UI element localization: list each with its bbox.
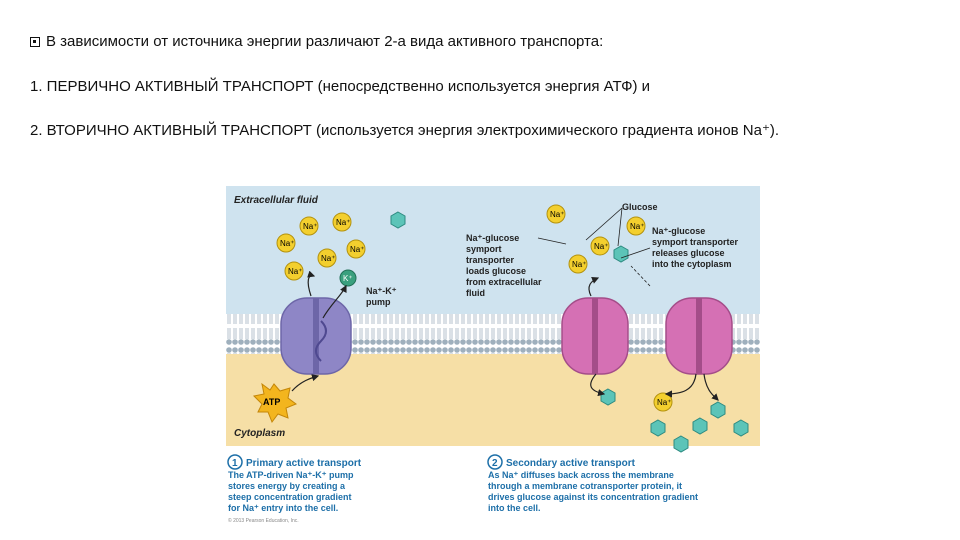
- svg-text:Na⁺: Na⁺: [350, 245, 364, 254]
- intro-line: В зависимости от источника энергии разли…: [30, 33, 603, 50]
- svg-text:Na⁺: Na⁺: [321, 254, 335, 263]
- svg-text:Na⁺: Na⁺: [303, 222, 317, 231]
- secondary-caption-title: Secondary active transport: [506, 458, 636, 469]
- svg-text:Na⁺: Na⁺: [550, 210, 564, 219]
- glucose-molecules: [600, 245, 749, 453]
- primary-transport-line: 1. ПЕРВИЧНО АКТИВНЫЙ ТРАНСПОРТ (непосред…: [30, 78, 651, 95]
- symport-load-label: Na⁺-glucose symport transporter loads gl…: [466, 233, 544, 298]
- symport-release-label: Na⁺-glucose symport transporter releases…: [652, 226, 741, 269]
- svg-text:K⁺: K⁺: [343, 274, 353, 283]
- extracellular-region: [226, 186, 760, 314]
- active-transport-figure: Extracellular fluid Cytoplasm Na⁺ Na⁺ Na…: [226, 186, 760, 526]
- atp-burst: ATP: [252, 382, 298, 424]
- glucose-label: Glucose: [622, 202, 658, 212]
- svg-text:Na⁺: Na⁺: [336, 218, 350, 227]
- primary-caption-title: Primary active transport: [246, 458, 362, 469]
- svg-text:ATP: ATP: [263, 397, 280, 407]
- glucose-molecule: [390, 211, 406, 229]
- svg-text:Na⁺: Na⁺: [630, 222, 644, 231]
- svg-text:Na⁺: Na⁺: [280, 239, 294, 248]
- svg-text:2: 2: [492, 458, 498, 469]
- symporter-loading: [561, 297, 629, 375]
- svg-text:1: 1: [232, 458, 238, 469]
- svg-text:Na⁺: Na⁺: [288, 267, 302, 276]
- svg-text:Na⁺: Na⁺: [657, 398, 671, 407]
- svg-text:Na⁺: Na⁺: [594, 242, 608, 251]
- na-k-pump: [280, 297, 352, 375]
- svg-text:Na⁺: Na⁺: [572, 260, 586, 269]
- secondary-transport-line: 2. ВТОРИЧНО АКТИВНЫЙ ТРАНСПОРТ (использу…: [30, 122, 780, 139]
- transport-diagram: Extracellular fluid Cytoplasm Na⁺ Na⁺ Na…: [226, 186, 760, 526]
- primary-caption-text: The ATP-driven Na⁺-K⁺ pump stores energy…: [228, 470, 356, 513]
- extracellular-label: Extracellular fluid: [234, 195, 319, 206]
- copyright: © 2013 Pearson Education, Inc.: [228, 517, 299, 524]
- intro-text: В зависимости от источника энергии разли…: [46, 33, 604, 50]
- potassium-ion: K⁺: [339, 269, 357, 287]
- pump-label: Na⁺-K⁺pump: [366, 286, 397, 307]
- secondary-caption: 2 Secondary active transport As Na⁺ diff…: [487, 454, 701, 513]
- secondary-caption-text: As Na⁺ diffuses back across the membrane…: [488, 470, 701, 513]
- cytoplasm-label: Cytoplasm: [234, 428, 285, 439]
- sodium-ions-left: Na⁺ Na⁺ Na⁺ Na⁺ Na⁺ Na⁺: [276, 212, 366, 281]
- primary-caption: 1 Primary active transport The ATP-drive…: [227, 454, 362, 524]
- checkbox-bullet-icon: [30, 37, 40, 47]
- symporter-releasing: [665, 297, 733, 375]
